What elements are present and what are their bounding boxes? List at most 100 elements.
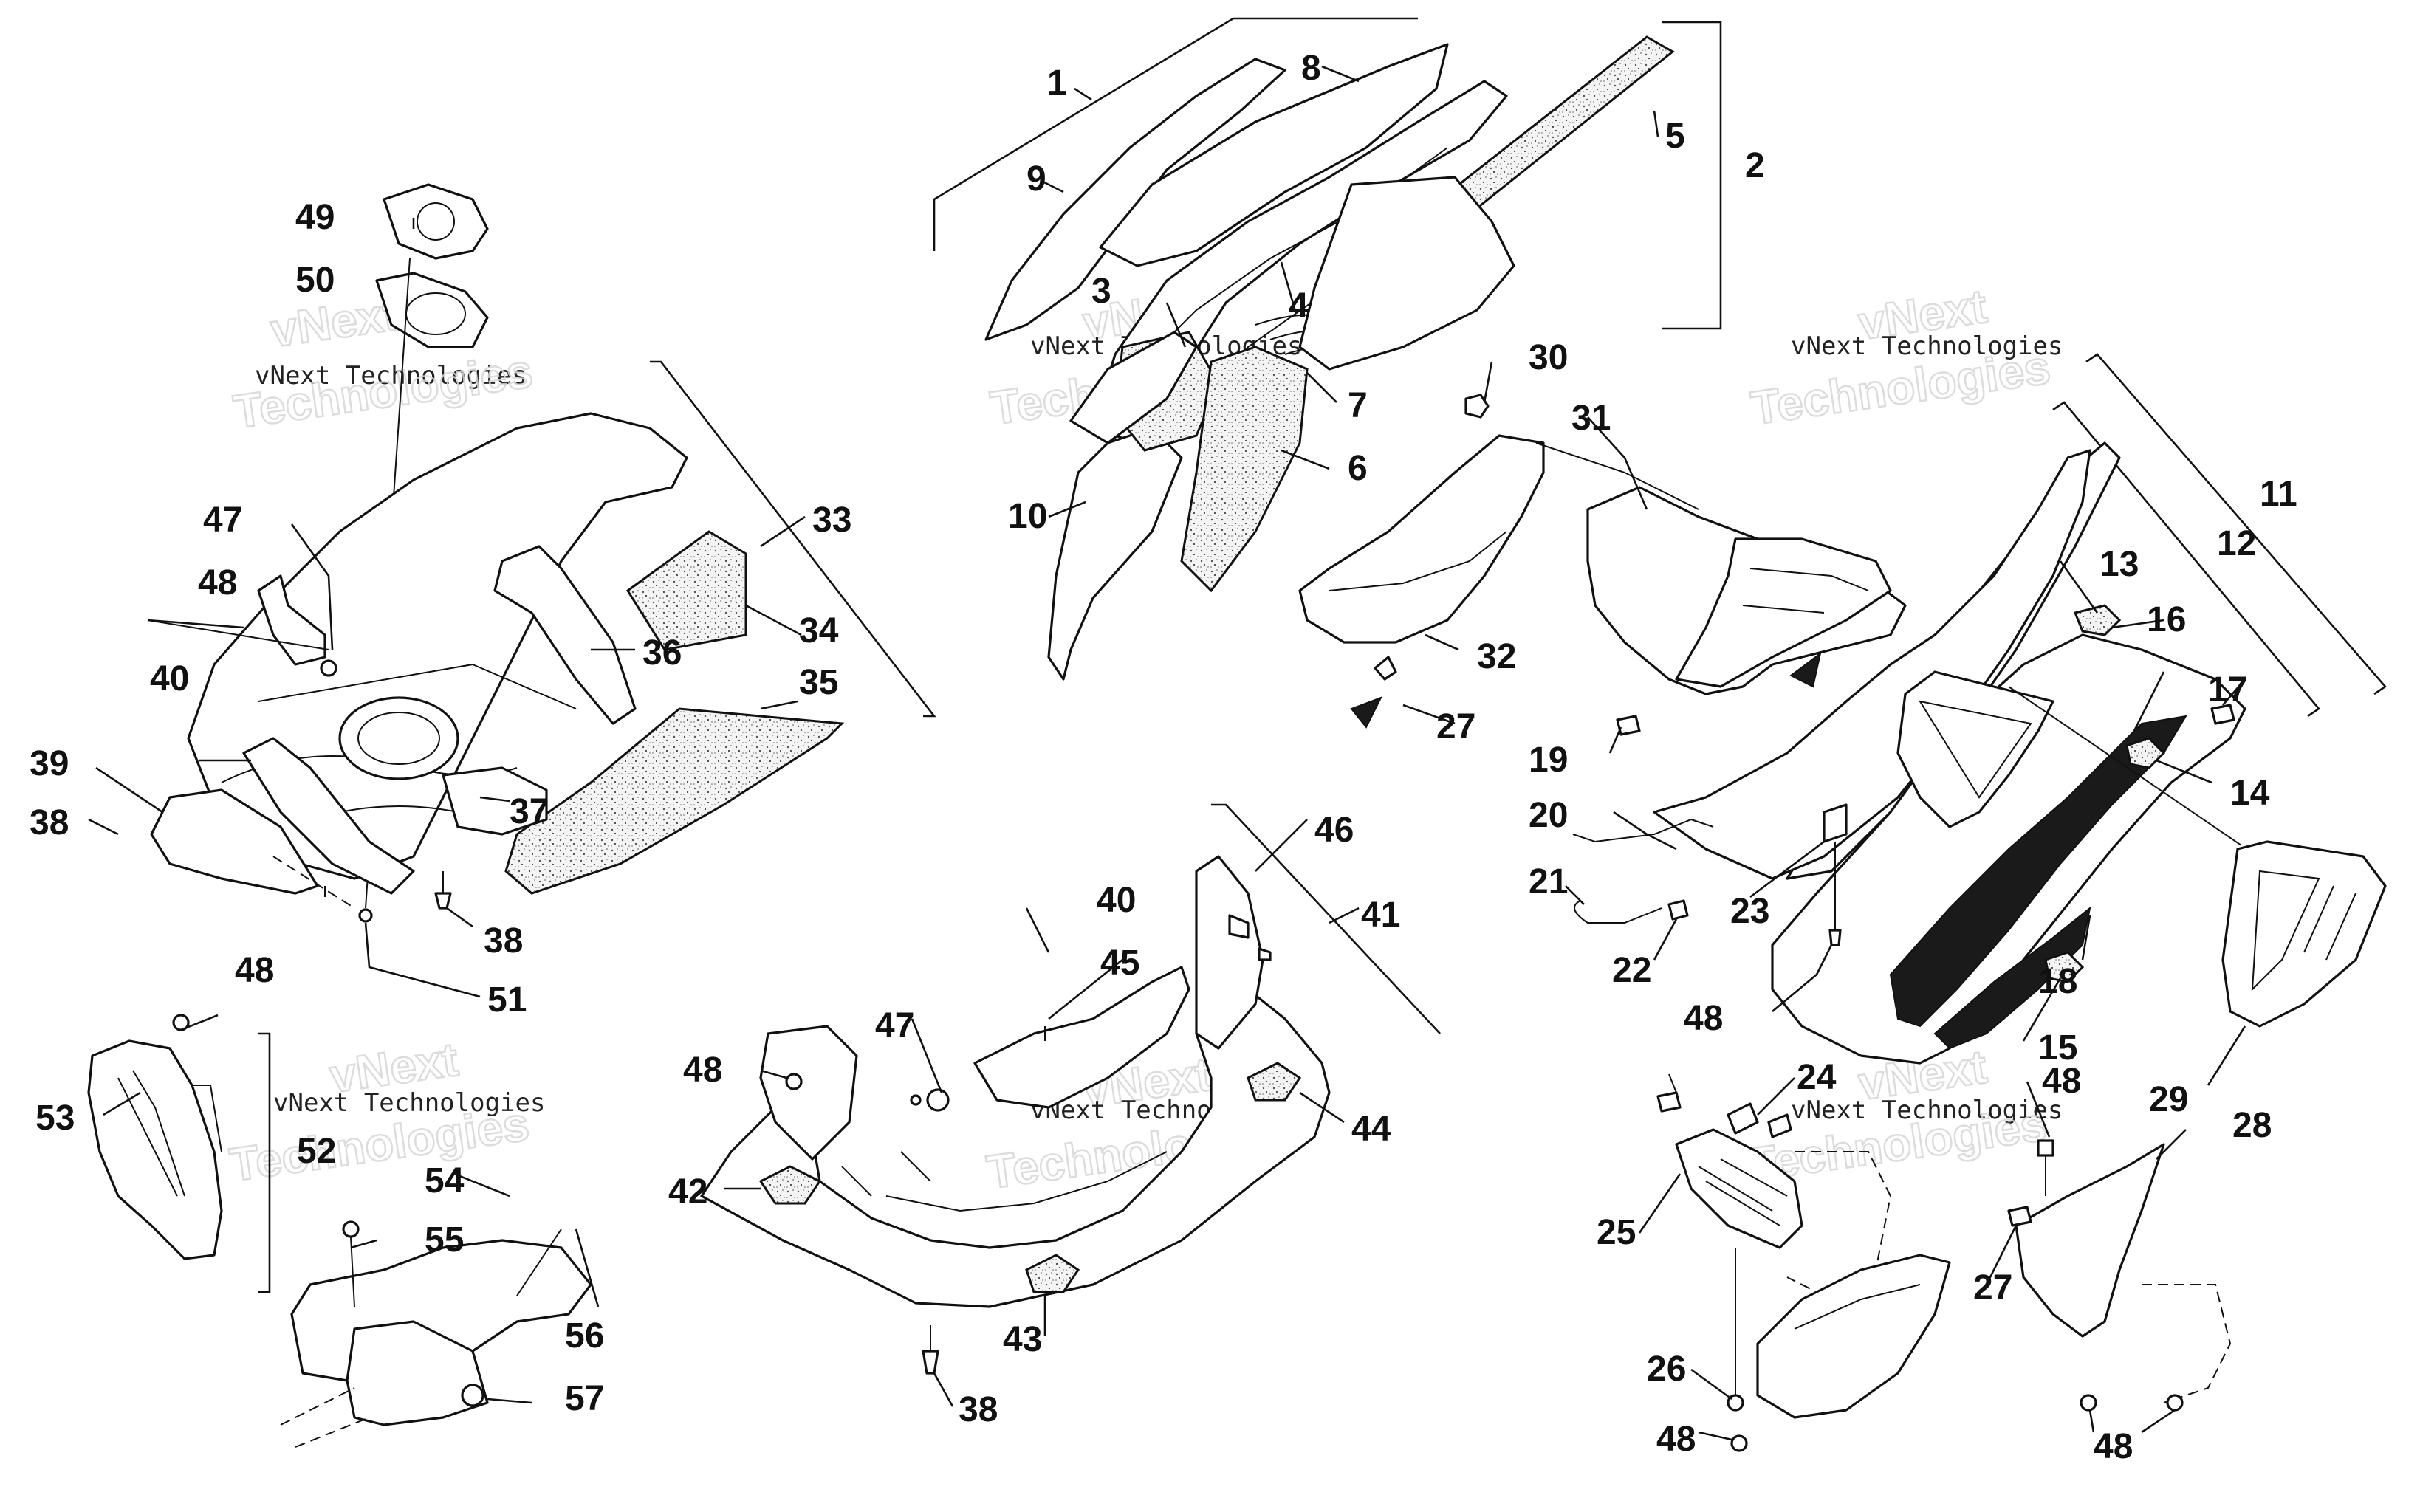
side-panel-53 (87, 1040, 223, 1260)
callout-label: 30 (1529, 338, 1568, 377)
intake-37 (442, 766, 548, 836)
callout-label: 38 (959, 1390, 998, 1429)
callout-label: 21 (1529, 862, 1568, 901)
callout-label: 34 (799, 611, 839, 650)
grille-25 (1675, 1128, 1803, 1249)
decal-15 (2044, 951, 2085, 983)
cable-20 (1572, 818, 1714, 843)
callout-label: 53 (35, 1099, 75, 1138)
grommet-44 (1247, 1062, 1302, 1102)
callout-label: 15 (2038, 1028, 2077, 1068)
callout-label: 23 (1730, 892, 1769, 931)
grommet-57 (461, 1384, 484, 1407)
windshield-8 (1099, 43, 1449, 267)
watermark-line2: vNext Technologies (1791, 1096, 2063, 1125)
callout-label: 47 (875, 1006, 914, 1045)
gauge-opening (338, 696, 459, 780)
gauge-bezel-50 (375, 272, 489, 348)
callout-label: 10 (1008, 497, 1047, 536)
callout-label: 29 (2149, 1080, 2188, 1119)
callout-label: 18 (2038, 962, 2077, 1001)
callout-label: 48 (198, 563, 237, 602)
vent-36 (493, 545, 637, 725)
arrow-marker (1350, 696, 1383, 729)
callout-label: 52 (297, 1132, 336, 1171)
watermark-line2: vNext Technologies (273, 1088, 545, 1118)
side-panel-assembly (87, 1014, 592, 1448)
watermark-line2: vNext Technologies (255, 361, 527, 391)
fastener-47 (926, 1088, 950, 1112)
airbox-assembly (1298, 394, 1907, 729)
grommet-42 (758, 1165, 822, 1205)
callout-label: 42 (668, 1172, 707, 1212)
fastener-27b (2007, 1206, 2032, 1227)
callout-label: 5 (1665, 117, 1685, 156)
fastener-47 (320, 659, 337, 677)
side-panel-11 (1653, 449, 2091, 880)
callout-label: 43 (1003, 1320, 1042, 1359)
fastener-27 (1374, 656, 1397, 681)
callout-label: 50 (295, 261, 335, 300)
callout-label: 56 (565, 1316, 604, 1355)
callout-label: 38 (30, 803, 69, 842)
callout-label: 22 (1612, 951, 1651, 990)
windshield-assembly (933, 17, 1722, 681)
watermark: vNext vNext Technologies Technologies (230, 286, 537, 439)
callout-label: 35 (799, 663, 838, 702)
callout-label: 1 (1047, 63, 1067, 103)
decal-13 (2073, 604, 2122, 636)
fastener-19 (1616, 715, 1641, 736)
callout-label: 38 (484, 921, 523, 961)
callout-label: 37 (510, 792, 549, 831)
fastener-17 (2210, 704, 2235, 725)
fastener-48 (785, 1073, 803, 1090)
callout-label: 36 (642, 633, 682, 673)
callout-label: 14 (2230, 774, 2270, 813)
hood-assembly (147, 183, 936, 923)
fastener-38 (922, 1350, 939, 1375)
cable-21 (1574, 900, 1662, 924)
connector-22 (1667, 899, 1689, 921)
watermark-line3: Technologies (230, 344, 536, 439)
callout-label: 55 (425, 1220, 464, 1260)
callout-label: 16 (2147, 600, 2186, 639)
callout-label: 12 (2217, 524, 2256, 563)
grille-29 (2221, 840, 2387, 1028)
callout-label: 17 (2208, 670, 2247, 709)
vent-panel-7 (1298, 176, 1515, 371)
callout-label: 51 (487, 980, 527, 1020)
gauge-bezel-49 (383, 183, 489, 260)
callout-label: 25 (1597, 1213, 1636, 1252)
watermark-line2: vNext Technologies (1791, 331, 2063, 361)
right-side-panel-assembly (1572, 353, 2387, 1065)
bracket-23 (1823, 803, 1848, 843)
leader-lines (88, 65, 2246, 1441)
callout-label: 6 (1348, 449, 1368, 488)
callout-labels: 1 2 3 4 5 6 7 8 9 10 11 12 13 14 15 16 1… (30, 49, 2297, 1466)
bracket-12 (2052, 401, 2320, 718)
vent-foam-34 (625, 530, 747, 651)
callout-label: 47 (203, 501, 242, 540)
callout-label: 3 (1091, 272, 1111, 311)
callout-label: 46 (1314, 811, 1354, 850)
fastener-48 (1656, 1091, 1682, 1113)
callout-label: 48 (2042, 1062, 2081, 1101)
callout-label: 44 (1351, 1110, 1391, 1149)
latch-24 (1727, 1102, 1759, 1135)
side-panel-39 (150, 788, 319, 895)
callout-label: 49 (295, 198, 335, 237)
nosepiece-10 (1047, 427, 1183, 681)
side-cover-28 (2015, 1143, 2165, 1338)
callout-label: 11 (2260, 475, 2297, 514)
bracket-1 (933, 17, 1418, 251)
bracket-33 (650, 360, 936, 718)
callout-label: 32 (1477, 637, 1516, 676)
windshield-decal-9 (984, 58, 1286, 341)
panel-31 (1675, 537, 1892, 688)
callout-label: 40 (150, 659, 189, 698)
callout-label: 48 (683, 1051, 722, 1090)
callout-label: 8 (1301, 49, 1321, 88)
callout-label: 41 (1361, 896, 1400, 935)
trim-45 (973, 966, 1190, 1109)
